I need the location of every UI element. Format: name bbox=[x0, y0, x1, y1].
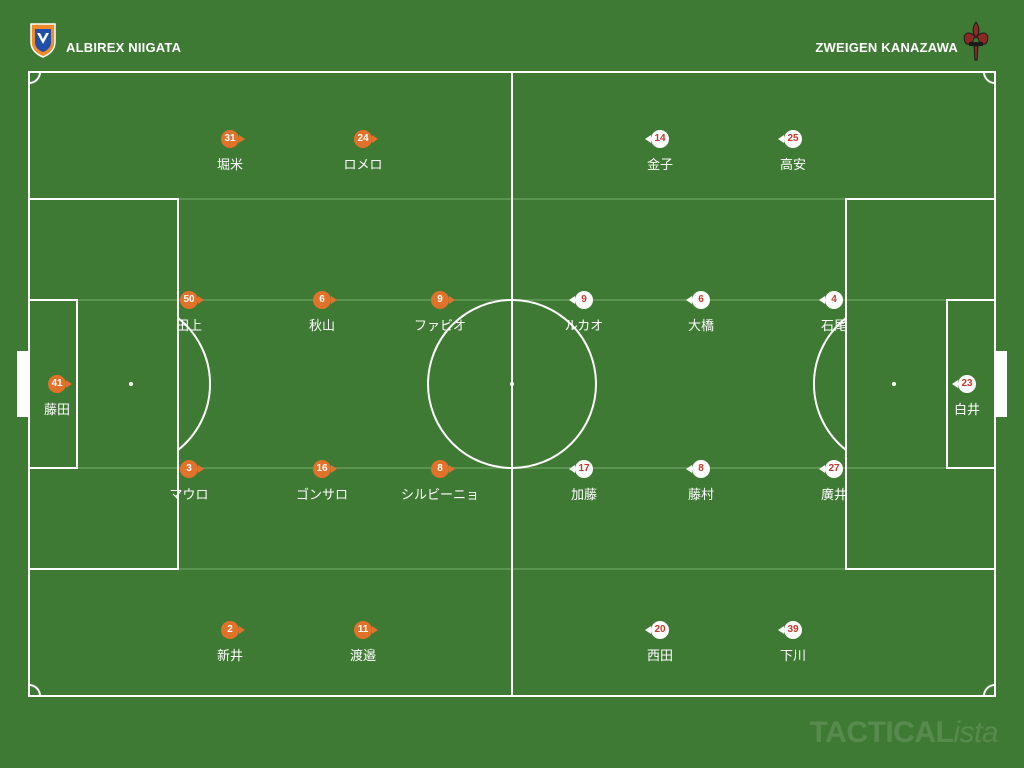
player-number: 2 bbox=[221, 621, 245, 639]
player-name: マウロ bbox=[169, 488, 209, 503]
player-name: 堀米 bbox=[216, 158, 243, 173]
player-number: 25 bbox=[778, 130, 802, 148]
player-number: 41 bbox=[48, 375, 72, 393]
left-penalty-arc bbox=[177, 317, 212, 451]
player-name: 高安 bbox=[779, 158, 806, 173]
away-player[interactable]: 4 石尾 bbox=[774, 291, 894, 334]
player-number: 11 bbox=[354, 621, 378, 639]
player-number: 6 bbox=[313, 291, 337, 309]
player-number: 27 bbox=[819, 460, 843, 478]
player-name: 西田 bbox=[646, 649, 673, 664]
player-name: 金子 bbox=[646, 158, 673, 173]
away-player[interactable]: 25 高安 bbox=[733, 130, 853, 173]
zweigen-crest-icon bbox=[963, 21, 989, 61]
player-name: 渡邉 bbox=[349, 649, 376, 664]
player-name: 廣井 bbox=[820, 488, 847, 503]
player-name: 田上 bbox=[175, 319, 202, 334]
player-name: 秋山 bbox=[308, 319, 335, 334]
player-number: 50 bbox=[180, 291, 204, 309]
player-name: 加藤 bbox=[570, 488, 597, 503]
player-number: 39 bbox=[778, 621, 802, 639]
player-name: 藤田 bbox=[43, 403, 70, 418]
away-player[interactable]: 17 加藤 bbox=[524, 460, 644, 503]
away-player[interactable]: 14 金子 bbox=[600, 130, 720, 173]
player-name: シルビーニョ bbox=[400, 488, 479, 503]
watermark-suffix: ista bbox=[953, 716, 998, 749]
player-name: 新井 bbox=[216, 649, 243, 664]
player-name: 藤村 bbox=[687, 488, 714, 503]
home-player[interactable]: 3 マウロ bbox=[129, 460, 249, 503]
home-player[interactable]: 41 藤田 bbox=[0, 375, 117, 418]
away-player[interactable]: 9 ルカオ bbox=[524, 291, 644, 334]
player-name: ロメロ bbox=[343, 158, 383, 173]
away-player[interactable]: 20 西田 bbox=[600, 621, 720, 664]
player-number: 3 bbox=[180, 460, 204, 478]
player-name: ファビオ bbox=[413, 319, 466, 334]
away-player[interactable]: 23 白井 bbox=[907, 375, 1024, 418]
home-player[interactable]: 24 ロメロ bbox=[303, 130, 423, 173]
player-number: 16 bbox=[313, 460, 337, 478]
player-number: 31 bbox=[221, 130, 245, 148]
home-player[interactable]: 9 ファビオ bbox=[380, 291, 500, 334]
away-player[interactable]: 39 下川 bbox=[733, 621, 853, 664]
player-name: 大橋 bbox=[687, 319, 714, 334]
player-number: 9 bbox=[431, 291, 455, 309]
left-goal bbox=[17, 351, 29, 417]
home-player[interactable]: 16 ゴンサロ bbox=[262, 460, 382, 503]
player-number: 17 bbox=[569, 460, 593, 478]
home-team-name: ALBIREX NIIGATA bbox=[66, 40, 182, 55]
home-player[interactable]: 6 秋山 bbox=[262, 291, 382, 334]
player-name: 白井 bbox=[953, 403, 980, 418]
home-player[interactable]: 31 堀米 bbox=[170, 130, 290, 173]
player-number: 14 bbox=[645, 130, 669, 148]
watermark-logo: TACTICALista bbox=[809, 716, 999, 750]
albirex-crest-icon bbox=[30, 23, 56, 58]
player-name: ゴンサロ bbox=[295, 488, 348, 503]
home-player[interactable]: 50 田上 bbox=[129, 291, 249, 334]
player-number: 24 bbox=[354, 130, 378, 148]
player-number: 20 bbox=[645, 621, 669, 639]
away-team-name: ZWEIGEN KANAZAWA bbox=[815, 40, 958, 55]
player-number: 4 bbox=[819, 291, 843, 309]
player-name: 石尾 bbox=[820, 319, 847, 334]
away-player[interactable]: 6 大橋 bbox=[641, 291, 761, 334]
player-name: ルカオ bbox=[564, 319, 604, 334]
player-number: 8 bbox=[686, 460, 710, 478]
home-player[interactable]: 2 新井 bbox=[170, 621, 290, 664]
right-penalty-arc bbox=[812, 317, 847, 451]
player-number: 6 bbox=[686, 291, 710, 309]
center-circle bbox=[427, 299, 597, 469]
right-goal bbox=[995, 351, 1007, 417]
away-player[interactable]: 8 藤村 bbox=[641, 460, 761, 503]
player-number: 23 bbox=[952, 375, 976, 393]
player-name: 下川 bbox=[779, 649, 806, 664]
away-player[interactable]: 27 廣井 bbox=[774, 460, 894, 503]
home-player[interactable]: 11 渡邉 bbox=[303, 621, 423, 664]
watermark-main: TACTICAL bbox=[809, 716, 954, 749]
player-number: 9 bbox=[569, 291, 593, 309]
player-number: 8 bbox=[431, 460, 455, 478]
home-player[interactable]: 8 シルビーニョ bbox=[380, 460, 500, 503]
